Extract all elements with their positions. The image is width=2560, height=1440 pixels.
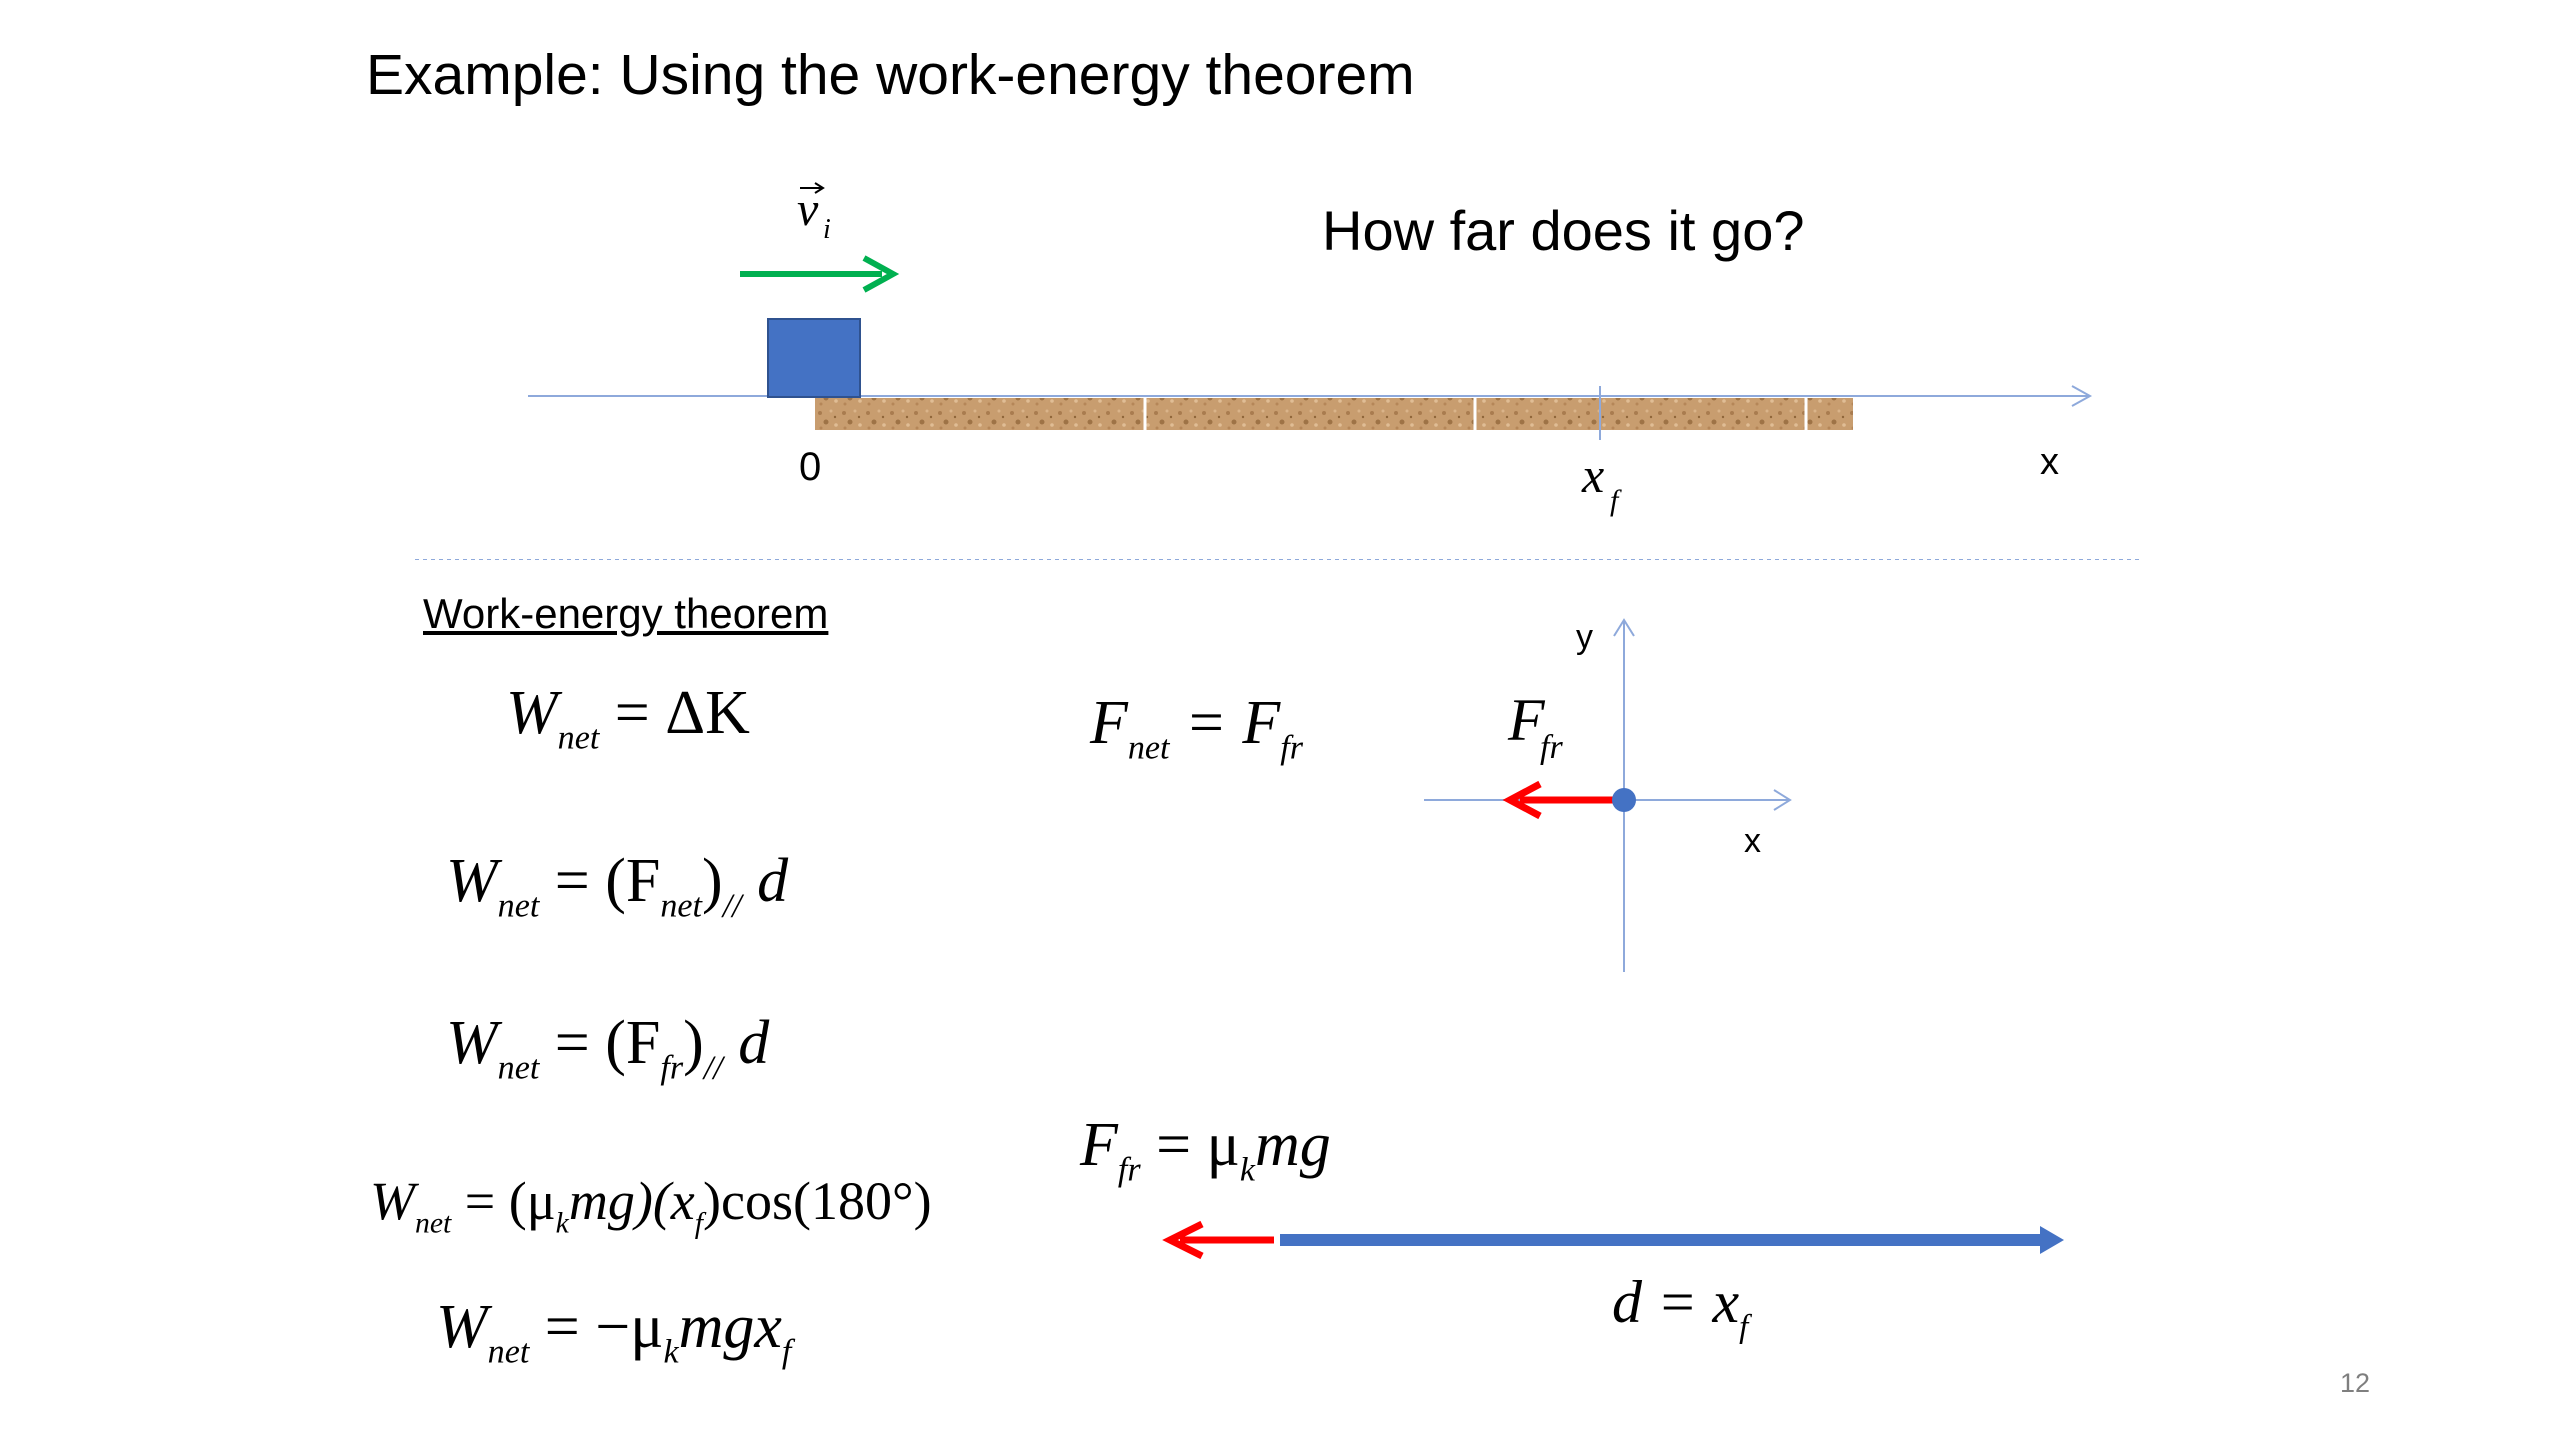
eq2-inner-sub: net xyxy=(660,887,703,925)
fbd-x-label: x xyxy=(1744,822,1761,860)
eq4-cos: )cos(180°) xyxy=(703,1171,932,1231)
d-text: d = x xyxy=(1612,1269,1740,1335)
eq2-lhs-sub: net xyxy=(497,887,540,925)
ffr-eq: = μ xyxy=(1156,1111,1240,1179)
xf-label: x xyxy=(1581,447,1604,503)
eq1-lhs: W xyxy=(506,679,558,747)
eq5-f: f xyxy=(781,1333,792,1371)
velocity-label: v xyxy=(797,183,819,236)
particle-dot xyxy=(1612,788,1636,812)
rough-surface xyxy=(815,398,1853,430)
fbd-force-sub: fr xyxy=(1540,729,1563,766)
fbd-y-label: y xyxy=(1576,618,1593,656)
fnet-rhs-sub: fr xyxy=(1280,729,1303,767)
eq2-eq: = (F xyxy=(554,847,661,915)
eq5-lhs: W xyxy=(436,1293,488,1361)
eq4-f: f xyxy=(694,1207,704,1240)
ffr-lhs-sub: fr xyxy=(1117,1151,1141,1189)
eq4-p1: = (μ xyxy=(464,1171,556,1231)
equation-wnet-fnet-d: Wnet = (Fnet)// d xyxy=(446,846,788,925)
eq4-lhs: W xyxy=(370,1171,415,1231)
fnet-lhs-sub: net xyxy=(1127,729,1170,767)
fbd-force-label: F xyxy=(1507,687,1546,753)
top-axis-label: x xyxy=(2040,441,2059,483)
eq4-k: k xyxy=(555,1207,569,1240)
eq3-inner-sub: fr xyxy=(660,1049,684,1087)
eq3-lhs: W xyxy=(446,1009,498,1077)
block xyxy=(767,318,861,398)
top-x-axis-arrowhead xyxy=(2071,385,2093,407)
eq3-tail: d xyxy=(738,1009,770,1077)
question-text: How far does it go? xyxy=(1322,199,1805,262)
eq3-lhs-sub: net xyxy=(497,1049,540,1087)
equation-wnet-final: Wnet = −μkmgxf xyxy=(436,1292,791,1371)
eq4-lhs-sub: net xyxy=(414,1207,452,1240)
eq5-k: k xyxy=(663,1333,679,1371)
velocity-sub: i xyxy=(823,214,831,245)
eq2-lhs: W xyxy=(446,847,498,915)
equation-fnet-ffr: Fnet = Ffr xyxy=(1090,688,1303,767)
equation-wnet-ffr-d: Wnet = (Ffr)// d xyxy=(446,1008,769,1087)
slide-title: Example: Using the work-energy theorem xyxy=(366,43,1415,107)
fnet-eq: = F xyxy=(1185,689,1281,757)
eq3-close: ) xyxy=(683,1009,704,1077)
eq1-lhs-sub: net xyxy=(557,719,600,757)
eq5-rhs: = −μ xyxy=(544,1293,664,1361)
top-diagram: v i 0 x f x xyxy=(415,182,2140,560)
bottom-arrows xyxy=(1162,1220,2064,1260)
equation-wnet-cos180: Wnet = (μkmg)(xf)cos(180°) xyxy=(370,1170,932,1240)
equation-ffr-mukmg: Ffr = μkmg xyxy=(1080,1110,1331,1189)
equation-wnet-delta-k: Wnet = ΔK xyxy=(506,678,750,757)
origin-label: 0 xyxy=(799,445,821,489)
fnet-lhs: F xyxy=(1090,689,1128,757)
xf-sub: f xyxy=(1610,484,1622,517)
eq5-lhs-sub: net xyxy=(487,1333,530,1371)
eq3-eq: = (F xyxy=(554,1009,661,1077)
free-body-diagram: y x F fr xyxy=(1424,618,1792,972)
eq4-mg: mg)(x xyxy=(568,1171,695,1231)
ffr-k: k xyxy=(1239,1151,1255,1189)
page-number: 12 xyxy=(2340,1368,2371,1398)
ffr-mg: mg xyxy=(1254,1111,1331,1179)
eq5-mgx: mgx xyxy=(678,1293,782,1361)
eq2-close: ) xyxy=(702,847,723,915)
equation-d-xf: d = xf xyxy=(1612,1268,1748,1346)
eq2-par: // xyxy=(722,887,742,925)
d-sub: f xyxy=(1739,1308,1749,1345)
eq2-tail: d xyxy=(757,847,789,915)
eq3-par: // xyxy=(703,1049,723,1087)
section-heading: Work-energy theorem xyxy=(423,590,829,637)
ffr-lhs: F xyxy=(1080,1111,1118,1179)
eq1-rhs: = ΔK xyxy=(614,679,750,747)
